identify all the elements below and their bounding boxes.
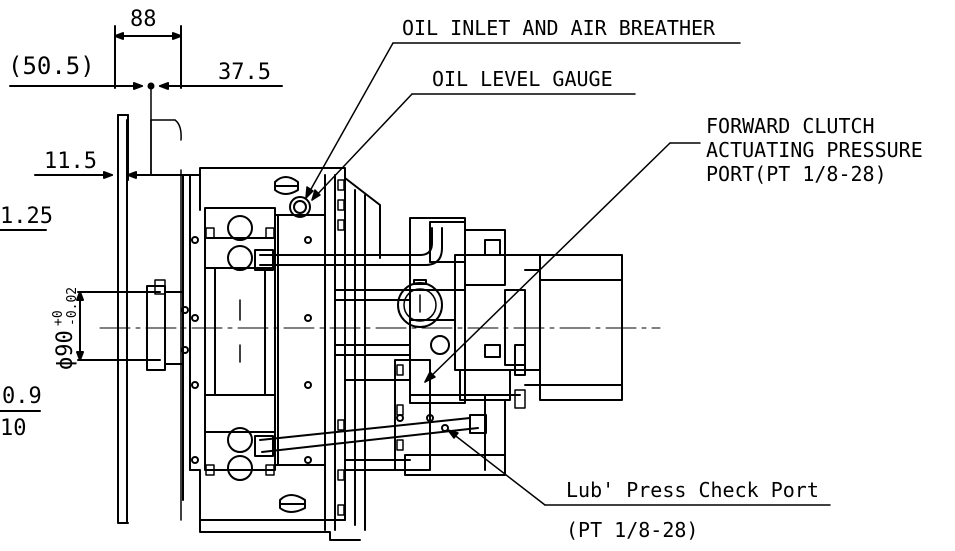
dim-88: 88 xyxy=(130,7,157,32)
output-flange xyxy=(117,114,189,524)
dim-phi90-lower-tol: -0.02 xyxy=(65,287,80,326)
dim-37-5: 37.5 xyxy=(218,60,271,85)
leader-lines xyxy=(305,42,831,506)
dim-11-5: 11.5 xyxy=(44,149,97,174)
lifting-lugs xyxy=(274,176,306,513)
callout-oil-inlet: OIL INLET AND AIR BREATHER xyxy=(402,16,716,40)
bore-diameter-label: ϕ90 +0 -0.02 xyxy=(51,287,80,370)
dim-50-5: (50.5) xyxy=(8,52,95,80)
callout-oil-level: OIL LEVEL GAUGE xyxy=(432,67,613,91)
dim-0-9: 0.9 xyxy=(2,384,42,409)
callout-clutch-line3: PORT(PT 1/8-28) xyxy=(706,162,887,186)
control-valve-assembly xyxy=(394,217,623,476)
main-housing xyxy=(182,167,411,541)
dim-1-25: 1.25 xyxy=(0,204,53,229)
dim-phi90-upper-tol: +0 xyxy=(51,310,66,326)
dim-10: 10 xyxy=(0,416,27,441)
breather-plug xyxy=(289,196,311,218)
housing-studs xyxy=(337,179,404,516)
callout-lub-line1: Lub' Press Check Port xyxy=(566,478,819,502)
callout-clutch-line1: FORWARD CLUTCH xyxy=(706,114,875,138)
callout-lub-line2: (PT 1/8-28) xyxy=(566,518,698,542)
dim-phi90: ϕ90 xyxy=(53,330,78,370)
callout-clutch-line2: ACTUATING PRESSURE xyxy=(706,138,923,162)
dimension-lines xyxy=(0,25,661,412)
